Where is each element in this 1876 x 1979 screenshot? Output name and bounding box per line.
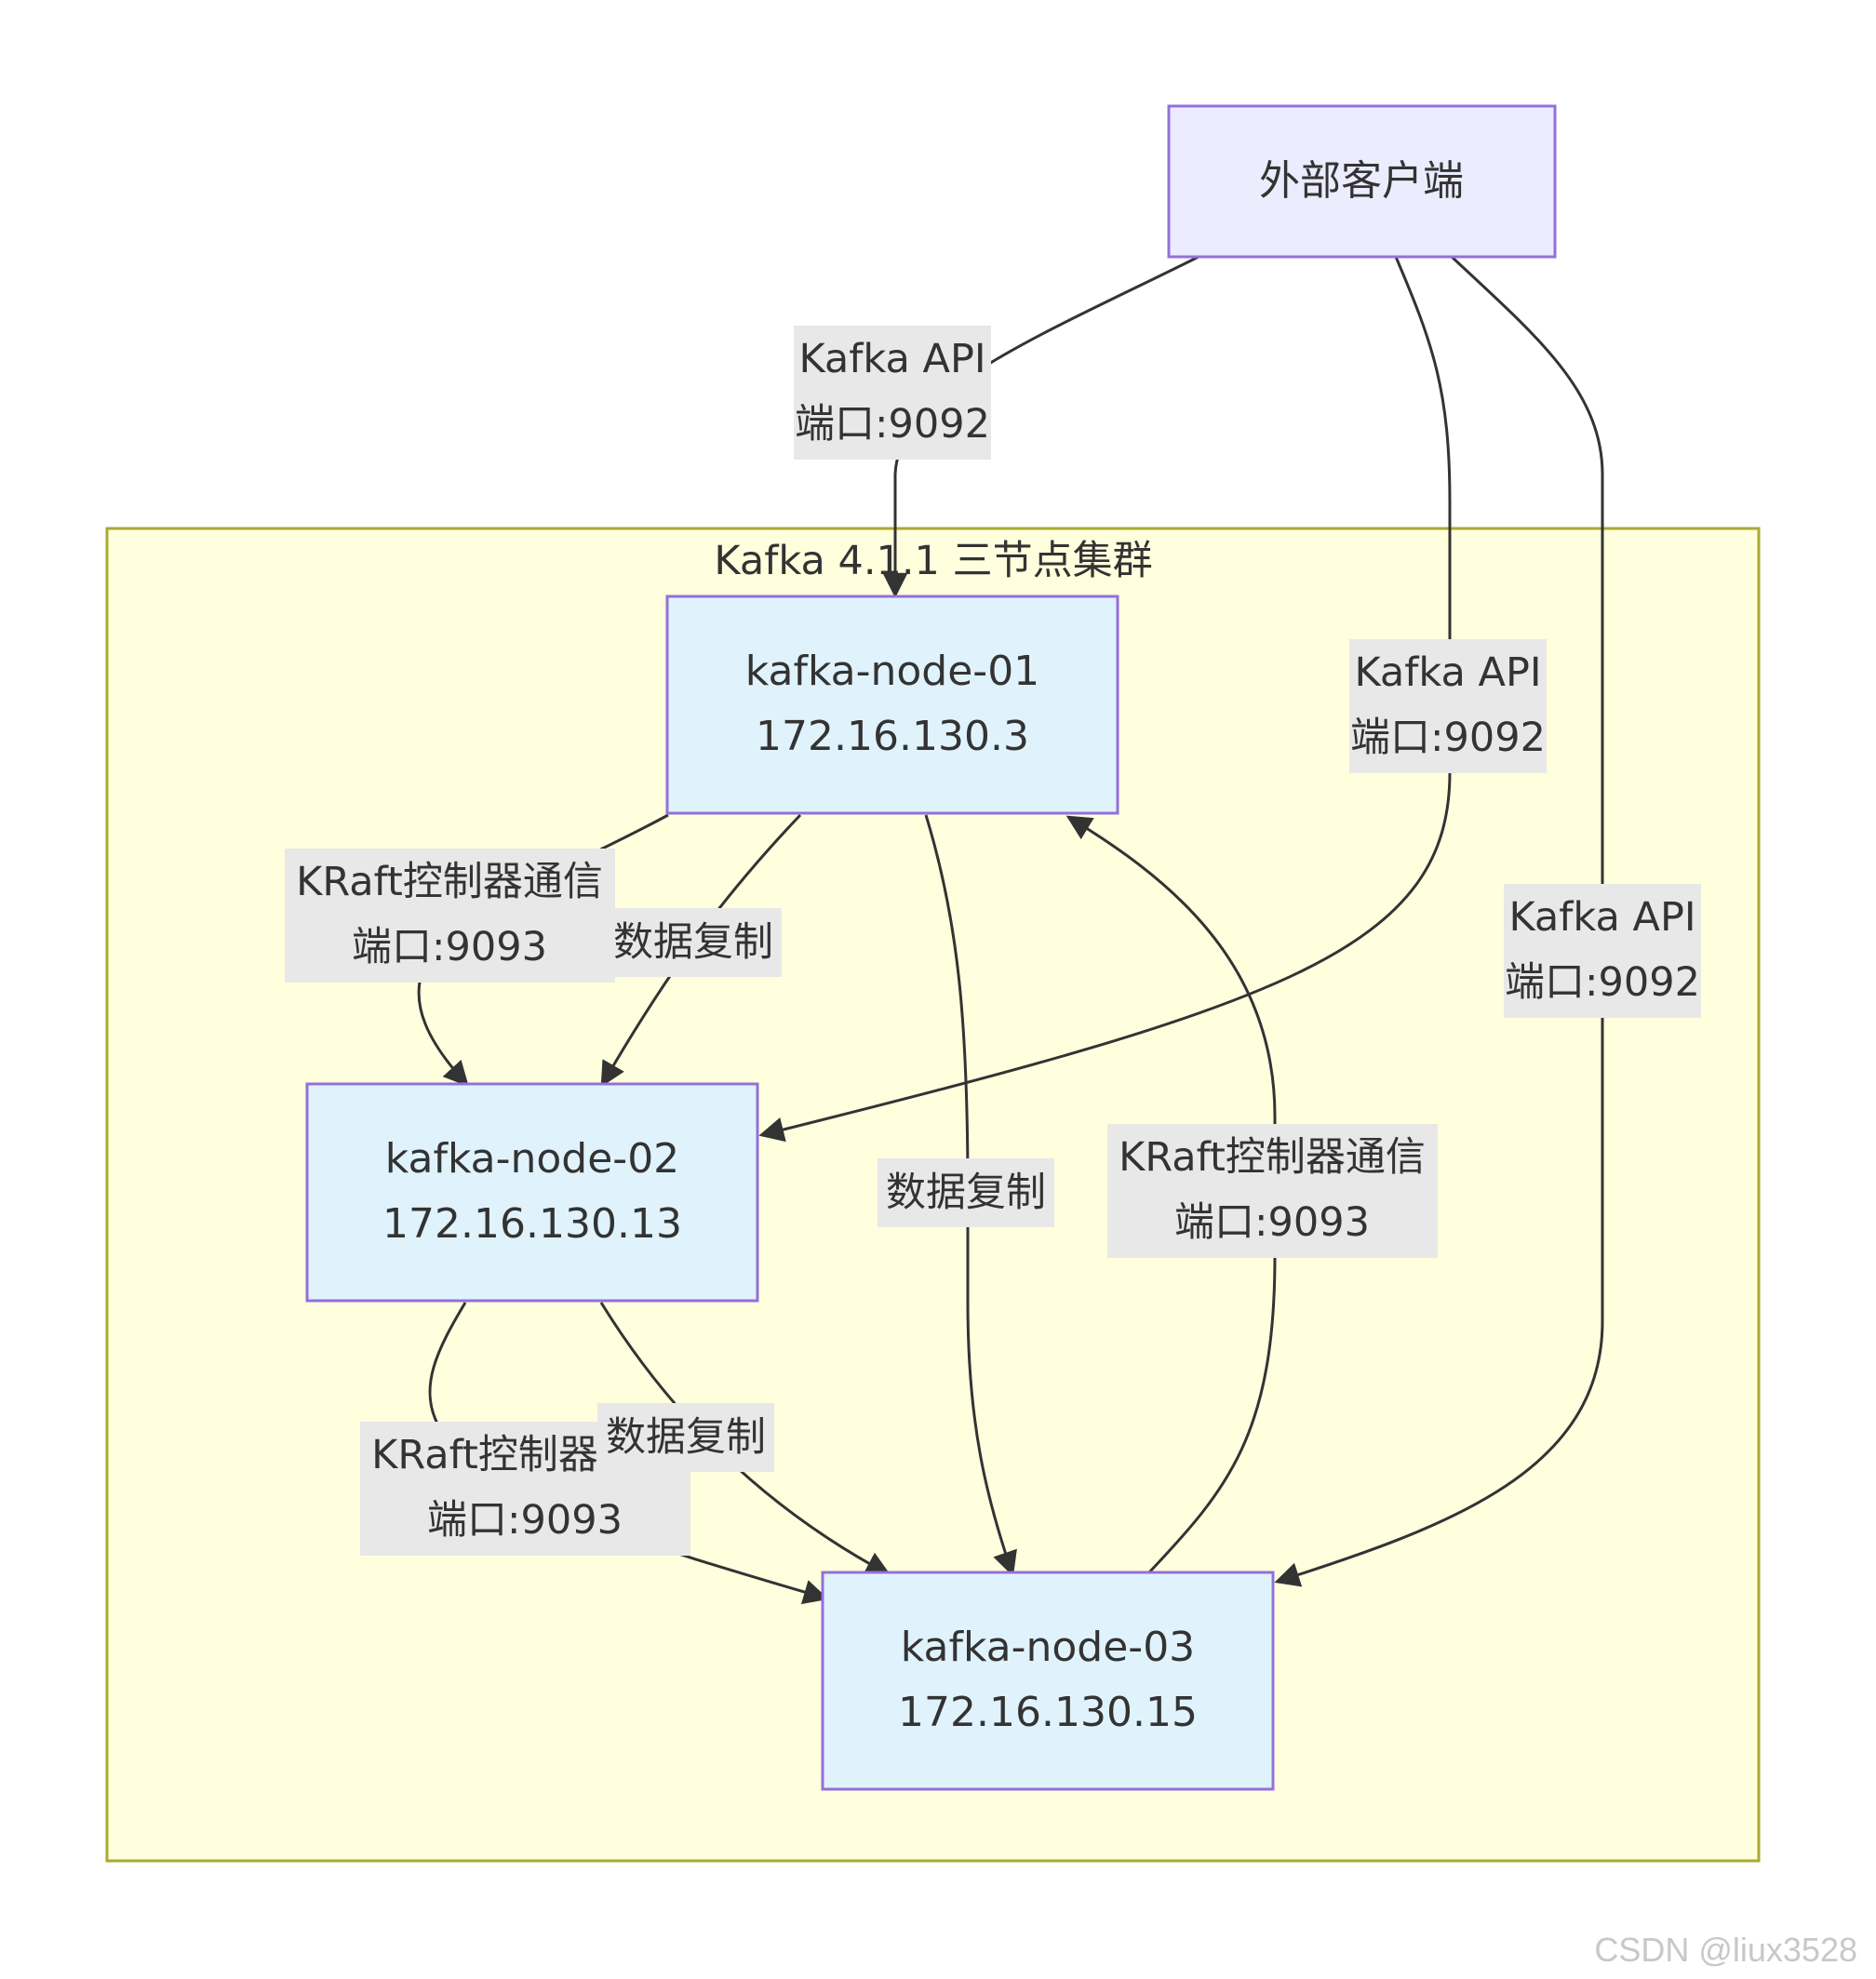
edge-label-line1: 数据复制 [606, 1414, 766, 1461]
edge-label-line1: Kafka API [798, 336, 985, 382]
watermark: CSDN @liux3528 [1594, 1931, 1857, 1969]
node-external-client[interactable]: 外部客户端 [1167, 104, 1557, 259]
edge-label-line2: 端口:9092 [795, 401, 990, 448]
edge-label-client-node2: Kafka API 端口:9092 [1349, 639, 1547, 773]
edge-client-node3 [1274, 255, 1604, 1587]
edge-label-line1: Kafka API [1508, 894, 1695, 941]
node-ip: 172.16.130.15 [898, 1689, 1198, 1736]
edge-node3-node1-kraft [1065, 815, 1277, 1574]
edge-label-line1: KRaft控制器通信 [1119, 1134, 1426, 1181]
node-label: 外部客户端 [1259, 157, 1464, 205]
edge-label-line2: 端口:9093 [427, 1497, 623, 1544]
node-kafka-node-01[interactable]: kafka-node-01 172.16.130.3 [665, 595, 1119, 815]
edge-label-client-node1: Kafka API 端口:9092 [794, 326, 991, 460]
edge-label-node1-node2-repl: 数据复制 [605, 908, 782, 977]
edge-label-client-node3: Kafka API 端口:9092 [1504, 884, 1701, 1018]
edge-client-node2 [758, 256, 1452, 1143]
cluster-title: Kafka 4.1.1 三节点集群 [714, 538, 1152, 584]
edge-label-node1-node3-repl: 数据复制 [878, 1158, 1054, 1227]
edge-label-line2: 端口:9093 [1174, 1199, 1370, 1246]
node-name: kafka-node-02 [385, 1135, 679, 1183]
node-name: kafka-node-01 [745, 648, 1039, 695]
edge-label-node2-node3-repl: 数据复制 [597, 1403, 774, 1472]
edge-label-line2: 端口:9092 [1350, 715, 1546, 761]
edge-label-line1: KRaft控制器通信 [296, 859, 603, 905]
edge-label-line2: 端口:9093 [352, 924, 547, 970]
edge-label-line1: 数据复制 [613, 919, 773, 966]
node-name: kafka-node-03 [901, 1624, 1195, 1671]
node-kafka-node-02[interactable]: kafka-node-02 172.16.130.13 [305, 1082, 759, 1303]
node-ip: 172.16.130.3 [756, 713, 1029, 760]
edge-label-line1: 数据复制 [886, 1170, 1046, 1216]
node-kafka-node-03[interactable]: kafka-node-03 172.16.130.15 [821, 1571, 1275, 1791]
node-ip: 172.16.130.13 [382, 1200, 682, 1248]
edge-label-node3-node1-kraft: KRaft控制器通信 端口:9093 [1107, 1124, 1438, 1258]
edge-label-line2: 端口:9092 [1505, 959, 1700, 1006]
edge-label-line1: Kafka API [1354, 649, 1541, 696]
edge-label-node1-node2-kraft: KRaft控制器通信 端口:9093 [285, 849, 615, 983]
